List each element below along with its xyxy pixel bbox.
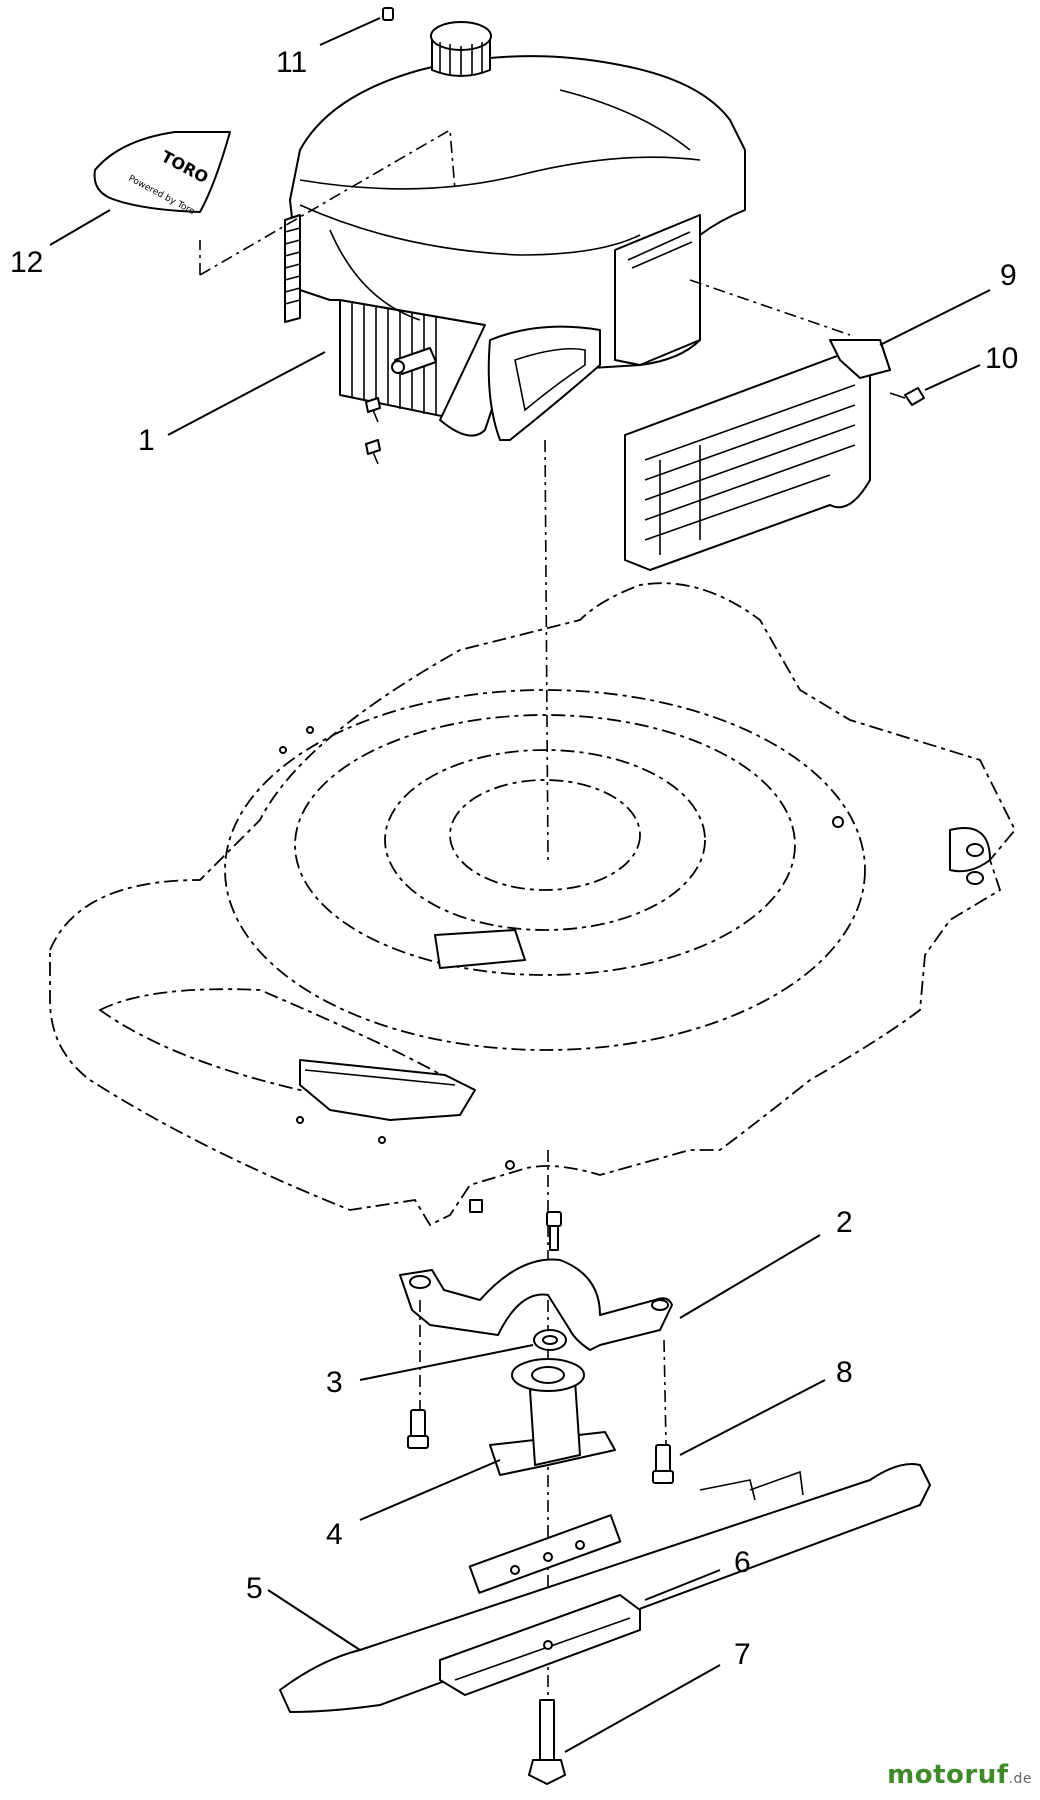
watermark-name: motoruf xyxy=(887,1760,1009,1790)
callout-12: 12 xyxy=(10,246,43,279)
washer xyxy=(533,1329,567,1351)
callout-4: 4 xyxy=(326,1518,343,1551)
blade-bolt xyxy=(528,1699,566,1785)
callout-6: 6 xyxy=(734,1546,751,1579)
callout-11: 11 xyxy=(276,46,307,79)
callout-7: 7 xyxy=(734,1638,751,1671)
callout-3: 3 xyxy=(326,1366,343,1399)
mower-deck xyxy=(49,582,1017,1227)
bolt-left xyxy=(407,1409,429,1449)
callout-numbers: 1 2 3 4 5 6 7 8 9 10 11 12 xyxy=(10,46,1018,1671)
blade-stiffener xyxy=(439,1594,641,1696)
blade-bracket xyxy=(399,1258,673,1351)
callout-1: 1 xyxy=(138,424,155,457)
callout-8: 8 xyxy=(836,1356,853,1389)
watermark-tld: .de xyxy=(1008,1771,1032,1787)
toro-decal: TORO Powered by Toro xyxy=(93,131,231,217)
engine xyxy=(284,21,746,465)
callout-9: 9 xyxy=(1000,259,1017,292)
blade-adapter xyxy=(489,1358,616,1476)
watermark-logo: motoruf.de xyxy=(887,1760,1032,1790)
callout-5: 5 xyxy=(246,1572,263,1605)
leader-lines xyxy=(49,17,991,1753)
blade xyxy=(279,1463,931,1713)
nut-11 xyxy=(382,7,394,21)
bolt-8 xyxy=(652,1444,674,1484)
engine-bolt xyxy=(546,1211,562,1251)
callout-2: 2 xyxy=(836,1206,853,1239)
callout-10: 10 xyxy=(985,342,1018,375)
heat-shield xyxy=(624,339,891,571)
screw-10 xyxy=(889,387,925,406)
